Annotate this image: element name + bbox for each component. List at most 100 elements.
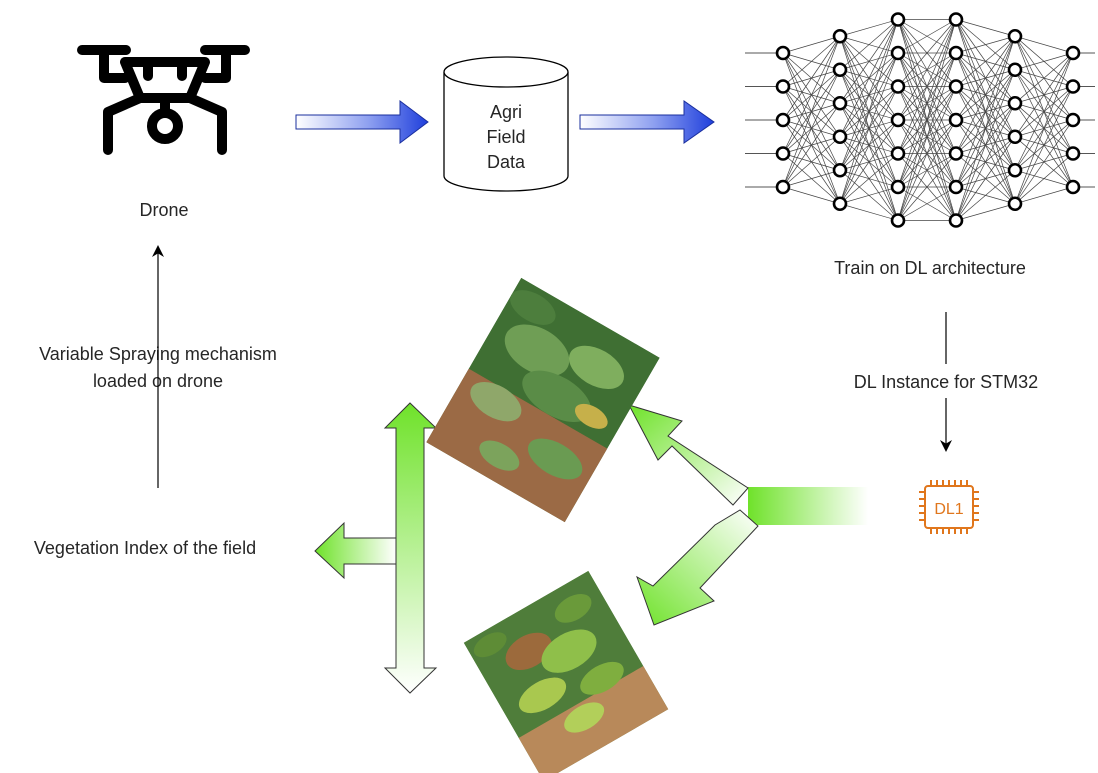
nn-connection <box>955 36 1016 221</box>
nn-connection <box>839 19 899 137</box>
nn-node <box>948 146 964 161</box>
nn-connection <box>839 19 899 71</box>
nn-node <box>832 95 848 111</box>
nn-connection <box>955 35 1016 54</box>
nn-node <box>890 179 906 195</box>
nn-connection <box>839 19 899 204</box>
nn-connection <box>955 19 1016 37</box>
nn-connection <box>897 19 957 221</box>
nn-connection <box>897 19 957 188</box>
nn-node <box>775 146 791 161</box>
nn-node <box>832 196 848 212</box>
nn-connection <box>782 35 841 54</box>
database-label-line3: Data <box>487 152 526 172</box>
nn-connection <box>897 19 957 121</box>
nn-connection <box>897 86 957 221</box>
nn-connection <box>955 35 1016 87</box>
train-label: Train on DL architecture <box>834 258 1026 278</box>
arrow-drone-to-data <box>295 100 429 144</box>
nn-connection <box>955 203 1016 221</box>
nn-node <box>890 146 906 161</box>
neural-network-icon <box>745 12 1095 228</box>
nn-connection <box>1014 52 1074 171</box>
dl-instance-label: DL Instance for STM32 <box>854 372 1038 392</box>
nn-node <box>1007 62 1023 78</box>
nn-connection <box>782 36 841 121</box>
nn-connection <box>839 86 899 204</box>
nn-connection <box>839 153 899 205</box>
nn-node <box>775 112 791 128</box>
nn-connection <box>955 69 1016 221</box>
nn-node <box>1007 129 1023 145</box>
nn-connection <box>897 119 957 221</box>
nn-connection <box>839 119 899 204</box>
nn-node <box>890 12 906 27</box>
nn-connection <box>897 186 957 221</box>
nn-node <box>1065 112 1081 128</box>
nn-connection <box>782 136 841 188</box>
nn-connection <box>955 36 1016 154</box>
nn-connection <box>782 36 841 154</box>
nn-connection <box>955 103 1016 221</box>
arrow-data-to-network <box>579 100 715 144</box>
nn-connection <box>839 19 899 37</box>
nn-node <box>1007 28 1023 44</box>
nn-connection <box>839 203 899 221</box>
nn-node <box>775 45 791 61</box>
nn-connection <box>955 169 1016 221</box>
green-arrow-up-left <box>628 404 749 506</box>
nn-connection <box>782 186 841 205</box>
nn-connection <box>782 69 841 188</box>
nn-node <box>1007 196 1023 212</box>
nn-node <box>948 45 964 61</box>
nn-node <box>1065 146 1081 161</box>
nn-connection <box>839 19 899 104</box>
plant-photo-bottom <box>463 570 669 773</box>
nn-node <box>832 28 848 44</box>
nn-node <box>890 45 906 61</box>
nn-node <box>775 79 791 94</box>
chip-label: DL1 <box>934 501 963 518</box>
green-arrow-down-left <box>636 509 759 626</box>
nn-connection <box>839 19 899 171</box>
nn-node <box>775 179 791 195</box>
nn-node <box>948 179 964 195</box>
nn-connection <box>782 35 841 87</box>
nn-connection <box>1014 35 1074 54</box>
nn-node <box>948 12 964 27</box>
nn-connection <box>1014 119 1074 204</box>
nn-node <box>1007 95 1023 111</box>
nn-node <box>890 213 906 228</box>
nn-node <box>948 79 964 94</box>
nn-connection <box>782 36 841 188</box>
database-icon <box>443 56 569 192</box>
nn-connection <box>897 153 957 221</box>
nn-connection <box>1014 52 1074 204</box>
green-double-arrow-vertical <box>383 402 438 694</box>
nn-node <box>890 79 906 94</box>
nn-connection <box>897 19 957 87</box>
nn-node <box>948 112 964 128</box>
nn-connection <box>1014 186 1074 205</box>
nn-connection <box>839 186 899 205</box>
nn-connection <box>955 36 1016 188</box>
nn-connection <box>782 103 841 188</box>
drone-label: Drone <box>139 200 188 220</box>
nn-node <box>832 162 848 178</box>
nn-node <box>1007 162 1023 178</box>
nn-node <box>948 213 964 228</box>
nn-node <box>1065 179 1081 195</box>
nn-connection <box>1014 86 1074 204</box>
drone-icon <box>77 45 250 155</box>
database-label-line2: Field <box>486 127 525 147</box>
nn-connection <box>839 52 899 204</box>
plant-photo-top <box>426 277 660 523</box>
nn-connection <box>1014 52 1074 137</box>
nn-node <box>890 112 906 128</box>
nn-node <box>832 62 848 78</box>
nn-connection <box>897 19 957 154</box>
green-input-bar <box>748 487 868 525</box>
nn-node <box>1065 45 1081 61</box>
nn-connection <box>897 52 957 221</box>
